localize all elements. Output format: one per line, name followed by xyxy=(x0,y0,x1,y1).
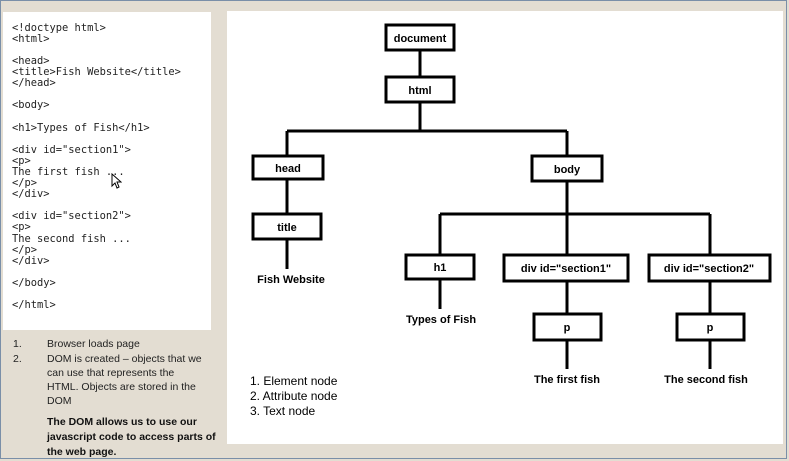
code-line-second-fish: The second fish ... xyxy=(12,233,131,245)
code-line-div2-open: <div id="section2"> xyxy=(12,210,131,222)
tree-edges xyxy=(285,50,712,369)
mouse-cursor-icon xyxy=(111,173,122,189)
node-head: head xyxy=(251,154,325,181)
code-line-html-close: </html> xyxy=(12,299,56,311)
code-line-doctype: <!doctype html> xyxy=(12,22,106,34)
node-p-2-label: p xyxy=(707,322,714,334)
node-p-1-label: p xyxy=(564,322,571,334)
node-div-section1-label: div id="section1" xyxy=(521,263,611,275)
html-source-panel: <!doctype html> <html> <head> <title>Fis… xyxy=(3,12,211,330)
list-item-text: DOM is created – objects that we can use… xyxy=(47,353,202,407)
node-h1-label: h1 xyxy=(434,262,447,274)
node-type-legend: 1. Element node 2. Attribute node 3. Tex… xyxy=(250,374,337,419)
node-title: title xyxy=(251,212,323,241)
legend-item-text: 3. Text node xyxy=(250,404,316,418)
node-document-label: document xyxy=(394,33,447,45)
node-body: body xyxy=(530,154,604,183)
node-h1: h1 xyxy=(404,253,476,281)
code-line-p1-close: </p> xyxy=(12,177,38,189)
node-head-label: head xyxy=(275,163,301,175)
code-line-first-fish: The first fish ... xyxy=(12,166,125,178)
node-body-label: body xyxy=(554,164,581,176)
code-line-body-open: <body> xyxy=(12,99,50,111)
dom-tree-diagram: document html head body title h1 div id=… xyxy=(251,23,772,386)
code-line-p2-close: </p> xyxy=(12,244,38,256)
text-node-fish-website: Fish Website xyxy=(257,274,325,286)
legend-item-element: 1. Element node xyxy=(250,374,338,388)
node-p-1: p xyxy=(532,312,603,342)
dom-summary-text: The DOM allows us to use our javascript … xyxy=(47,416,216,458)
legend-item-attribute: 2. Attribute node xyxy=(250,389,338,403)
node-div-section2: div id="section2" xyxy=(647,253,772,283)
code-line-head-close: </head> xyxy=(12,77,56,89)
list-item-number: 2. xyxy=(13,353,22,365)
list-item-number: 1. xyxy=(13,338,22,350)
code-line-div1-close: </div> xyxy=(12,188,50,200)
list-item-text: Browser loads page xyxy=(47,338,140,350)
code-line-head-open: <head> xyxy=(12,55,50,67)
text-node-second-fish: The second fish xyxy=(664,374,748,386)
node-p-2: p xyxy=(675,312,746,342)
code-line-p1-open: <p> xyxy=(12,155,31,167)
node-html: html xyxy=(384,75,456,104)
code-line-div2-close: </div> xyxy=(12,255,50,267)
node-title-label: title xyxy=(277,222,297,234)
node-html-label: html xyxy=(408,85,431,97)
node-document: document xyxy=(384,23,456,52)
code-line-div1-open: <div id="section1"> xyxy=(12,144,131,156)
code-line-p2-open: <p> xyxy=(12,221,31,233)
dom-tree-panel: document html head body title h1 div id=… xyxy=(227,11,783,444)
node-div-section2-label: div id="section2" xyxy=(664,263,754,275)
code-line-html-open: <html> xyxy=(12,33,50,45)
code-line-body-close: </body> xyxy=(12,277,56,289)
node-div-section1: div id="section1" xyxy=(502,253,630,283)
code-line-title: <title>Fish Website</title> xyxy=(12,66,181,78)
code-line-h1: <h1>Types of Fish</h1> xyxy=(12,122,150,134)
text-node-types-of-fish: Types of Fish xyxy=(406,314,476,326)
text-node-first-fish: The first fish xyxy=(534,374,600,386)
